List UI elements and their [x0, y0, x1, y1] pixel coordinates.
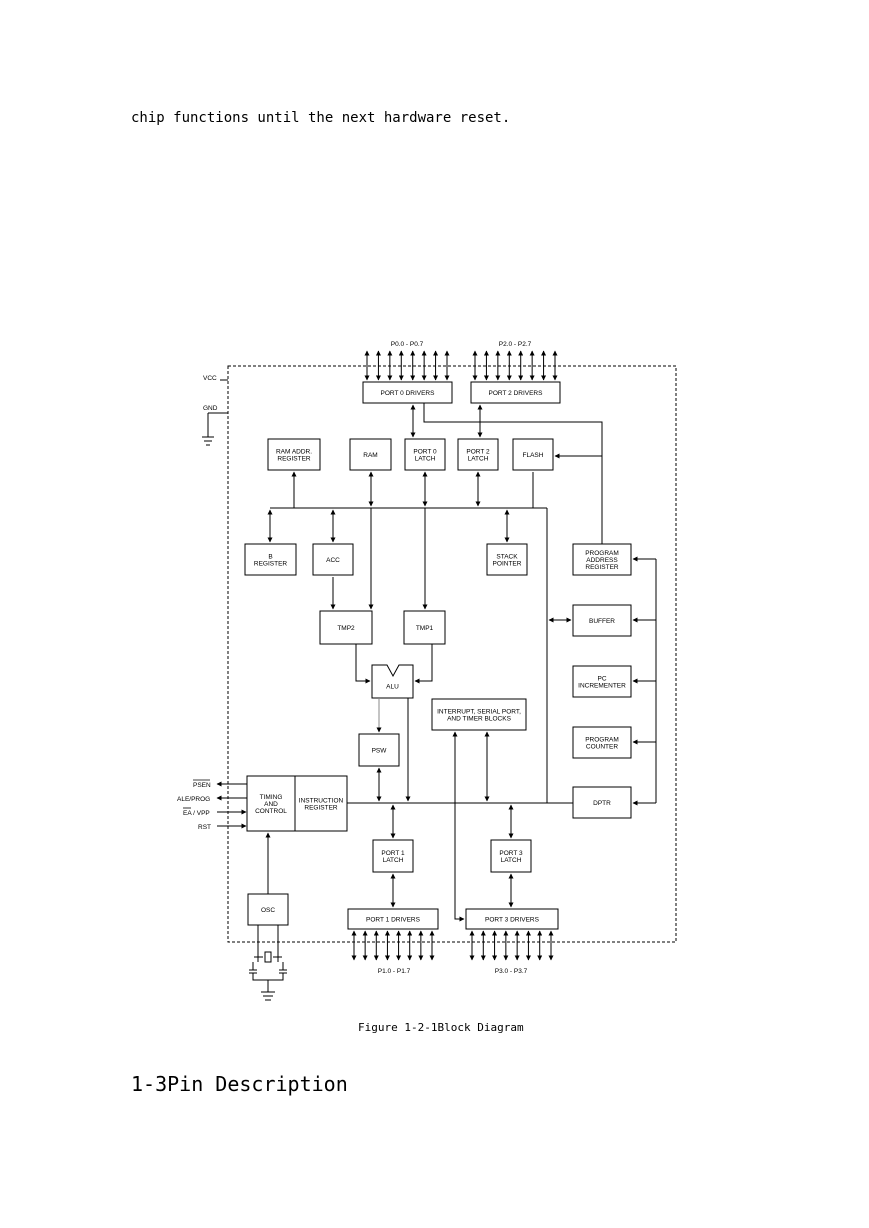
ram-label-line: RAM: [363, 452, 377, 459]
timing-control-label-line: TIMING: [260, 794, 283, 801]
osc-block: OSC: [247, 893, 289, 926]
port0-drivers-block: PORT 0 DRIVERS: [362, 381, 453, 404]
internal-wiring: [249, 403, 657, 1001]
program-counter-label-line: PROGRAM: [585, 736, 619, 743]
port0-pins: [364, 350, 450, 381]
port2-latch-label-line: LATCH: [468, 455, 489, 462]
psw-block: PSW: [358, 733, 400, 767]
dptr-block: DPTR: [572, 786, 632, 819]
b-register-label-line: B: [268, 553, 272, 560]
buffer-label-line: BUFFER: [589, 618, 615, 625]
port3-latch-label-line: PORT 3: [499, 850, 523, 857]
port1-drivers-label-line: PORT 1 DRIVERS: [366, 916, 421, 923]
port2-pins: [472, 350, 558, 381]
flash-label-line: FLASH: [523, 452, 544, 459]
port0-latch-label-line: LATCH: [415, 455, 436, 462]
program-counter-label-line: COUNTER: [586, 743, 618, 750]
flash-block: FLASH: [512, 438, 554, 471]
ground-symbol-top: [202, 412, 228, 446]
interrupt-serial-timer-block: INTERRUPT, SERIAL PORT,AND TIMER BLOCKS: [431, 698, 527, 731]
acc-label-line: ACC: [326, 557, 340, 564]
program-address-register-label-line: ADDRESS: [586, 557, 618, 564]
pc-incrementer-label-line: PC: [597, 675, 606, 682]
port1-latch-label-line: PORT 1: [381, 850, 405, 857]
stack-pointer-label-line: POINTER: [493, 560, 522, 567]
interrupt-label-line: INTERRUPT, SERIAL PORT,: [437, 708, 521, 715]
ram-addr-label-line: REGISTER: [277, 455, 311, 462]
port3-label: P3.0 - P3.7: [495, 968, 528, 975]
ea-pin-label: EA / VPP: [183, 810, 210, 817]
psen-pin-label: PSEN: [193, 782, 211, 789]
port3-pins: [469, 930, 554, 961]
port3-drivers-block: PORT 3 DRIVERS: [465, 908, 559, 930]
timing-control-label-line: AND: [264, 801, 278, 808]
b-register-label-line: REGISTER: [254, 560, 288, 567]
program-address-register-label-line: REGISTER: [585, 564, 619, 571]
stack-pointer-label-line: STACK: [496, 553, 518, 560]
pc-incrementer-label-line: INCREMENTER: [578, 682, 626, 689]
gnd-pin-label: GND: [203, 405, 218, 412]
ram-block: RAM: [349, 438, 392, 471]
vcc-pin-label: VCC: [203, 375, 217, 382]
ram-addr-label-line: RAM ADDR.: [276, 448, 312, 455]
dptr-label-line: DPTR: [593, 800, 611, 807]
instruction-register-label-line: REGISTER: [304, 804, 338, 811]
ale-pin-label: ALE/PROG: [177, 796, 210, 803]
port0-label: P0.0 - P0.7: [391, 341, 424, 348]
tmp1-block: TMP1: [403, 610, 446, 645]
buffer-block: BUFFER: [572, 604, 632, 637]
port1-drivers-block: PORT 1 DRIVERS: [347, 908, 439, 930]
intro-text: chip functions until the next hardware r…: [131, 110, 511, 126]
psw-label-line: PSW: [372, 747, 388, 754]
port2-drivers-label-line: PORT 2 DRIVERS: [489, 390, 544, 397]
ram-address-register-block: RAM ADDR.REGISTER: [267, 438, 321, 471]
section-heading: 1-3Pin Description: [131, 1072, 348, 1096]
port2-latch-label-line: PORT 2: [466, 448, 490, 455]
alu-label-line: ALU: [386, 683, 399, 690]
port2-label: P2.0 - P2.7: [499, 341, 532, 348]
timing-control-label-line: CONTROL: [255, 808, 287, 815]
port3-drivers-label-line: PORT 3 DRIVERS: [485, 916, 540, 923]
tmp1-label-line: TMP1: [416, 625, 434, 632]
tmp2-block: TMP2: [319, 610, 373, 645]
port1-pins: [351, 930, 435, 961]
figure-caption: Figure 1-2-1Block Diagram: [358, 1021, 524, 1034]
port3-latch-label-line: LATCH: [501, 857, 522, 864]
port2-drivers-block: PORT 2 DRIVERS: [470, 381, 561, 404]
interrupt-label-line: AND TIMER BLOCKS: [447, 715, 511, 722]
port1-label: P1.0 - P1.7: [378, 968, 411, 975]
instruction-register-label-line: INSTRUCTION: [299, 797, 344, 804]
osc-label-line: OSC: [261, 907, 275, 914]
program-address-register-label-line: PROGRAM: [585, 550, 619, 557]
port0-drivers-label-line: PORT 0 DRIVERS: [381, 390, 436, 397]
tmp2-label-line: TMP2: [337, 625, 355, 632]
port1-latch-label-line: LATCH: [383, 857, 404, 864]
chip-boundary: [227, 365, 677, 943]
rst-pin-label: RST: [198, 824, 211, 831]
alu-block: ALU: [371, 664, 414, 699]
acc-block: ACC: [312, 543, 354, 576]
port0-latch-label-line: PORT 0: [413, 448, 437, 455]
